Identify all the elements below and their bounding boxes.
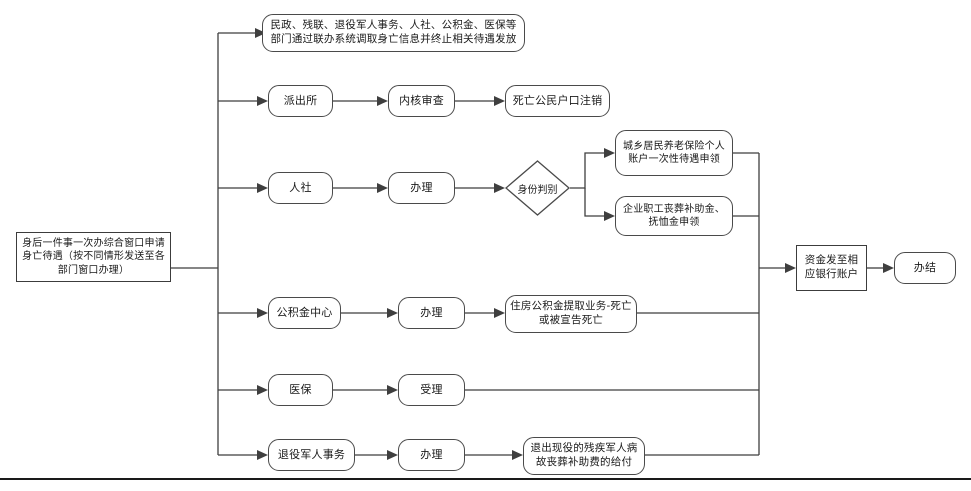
arrowhead-branch-4: [257, 308, 268, 318]
arrowhead-fundhandle-to-withdraw: [494, 308, 505, 318]
arrowhead-veteran-to-handle: [387, 450, 398, 460]
connector-identity-to-enterprise: [584, 188, 604, 217]
node-hrss-handle[interactable]: 办理: [388, 172, 455, 204]
arrowhead-fund-to-handle: [387, 308, 398, 318]
node-medical-accept[interactable]: 受理: [398, 374, 465, 406]
node-hrss[interactable]: 人社: [268, 172, 333, 204]
node-cancel-hukou[interactable]: 死亡公民户口注销: [505, 85, 610, 117]
node-veteran-funeral-subsidy[interactable]: 退出现役的残疾军人病故丧葬补助费的给付: [523, 437, 645, 475]
node-housing-fund-center[interactable]: 公积金中心: [268, 297, 341, 329]
identity-decision-label: 身份判别: [517, 184, 558, 196]
arrowhead-branch-2: [257, 96, 268, 106]
node-fund-handle[interactable]: 办理: [398, 297, 465, 329]
arrowhead-trunk-to-payout: [785, 263, 796, 273]
arrowhead-branch-3: [257, 183, 268, 193]
node-veteran-handle[interactable]: 办理: [398, 439, 465, 471]
node-medical-insurance[interactable]: 医保: [268, 374, 333, 406]
arrowhead-hrss-to-handle: [377, 183, 388, 193]
node-identity-decision[interactable]: 身份判别: [505, 160, 570, 216]
arrowhead-branch-5: [257, 385, 268, 395]
node-notify-departments[interactable]: 民政、残联、退役军人事务、人社、公积金、医保等部门通过联办系统调取身亡信息并终止…: [262, 14, 525, 52]
arrowhead-identity-to-rural: [604, 148, 615, 158]
arrowhead-police-to-review: [377, 96, 388, 106]
node-funds-to-bank-account[interactable]: 资金发至相应银行账户: [796, 245, 867, 291]
node-completed[interactable]: 办结: [894, 252, 956, 284]
node-enterprise-funeral-claim[interactable]: 企业职工丧葬补助金、抚恤金申领: [615, 196, 733, 236]
node-start[interactable]: 身后一件事一次办综合窗口申请身亡待遇（按不同情形发送至各部门窗口办理）: [16, 232, 171, 282]
arrowhead-medical-to-accept: [387, 385, 398, 395]
node-veteran-affairs[interactable]: 退役军人事务: [268, 439, 355, 471]
node-internal-review[interactable]: 内核审查: [388, 85, 455, 117]
connector-identity-to-rural: [570, 152, 604, 189]
node-rural-pension-claim[interactable]: 城乡居民养老保险个人账户一次性待遇申领: [615, 130, 733, 176]
diamond-shape: [505, 160, 570, 216]
arrowhead-vethandle-to-funeral: [512, 450, 523, 460]
node-police-station[interactable]: 派出所: [268, 85, 333, 117]
node-fund-withdrawal[interactable]: 住房公积金提取业务-死亡或被宣告死亡: [505, 295, 637, 333]
arrowhead-branch-6: [257, 450, 268, 460]
arrowhead-handle-to-identity: [494, 183, 505, 193]
arrowhead-review-to-cancel: [494, 96, 505, 106]
arrowhead-payout-to-done: [883, 263, 894, 273]
bottom-divider: [0, 478, 971, 480]
arrowhead-branch-1: [255, 28, 266, 38]
arrowhead-identity-to-enterprise: [604, 211, 615, 221]
